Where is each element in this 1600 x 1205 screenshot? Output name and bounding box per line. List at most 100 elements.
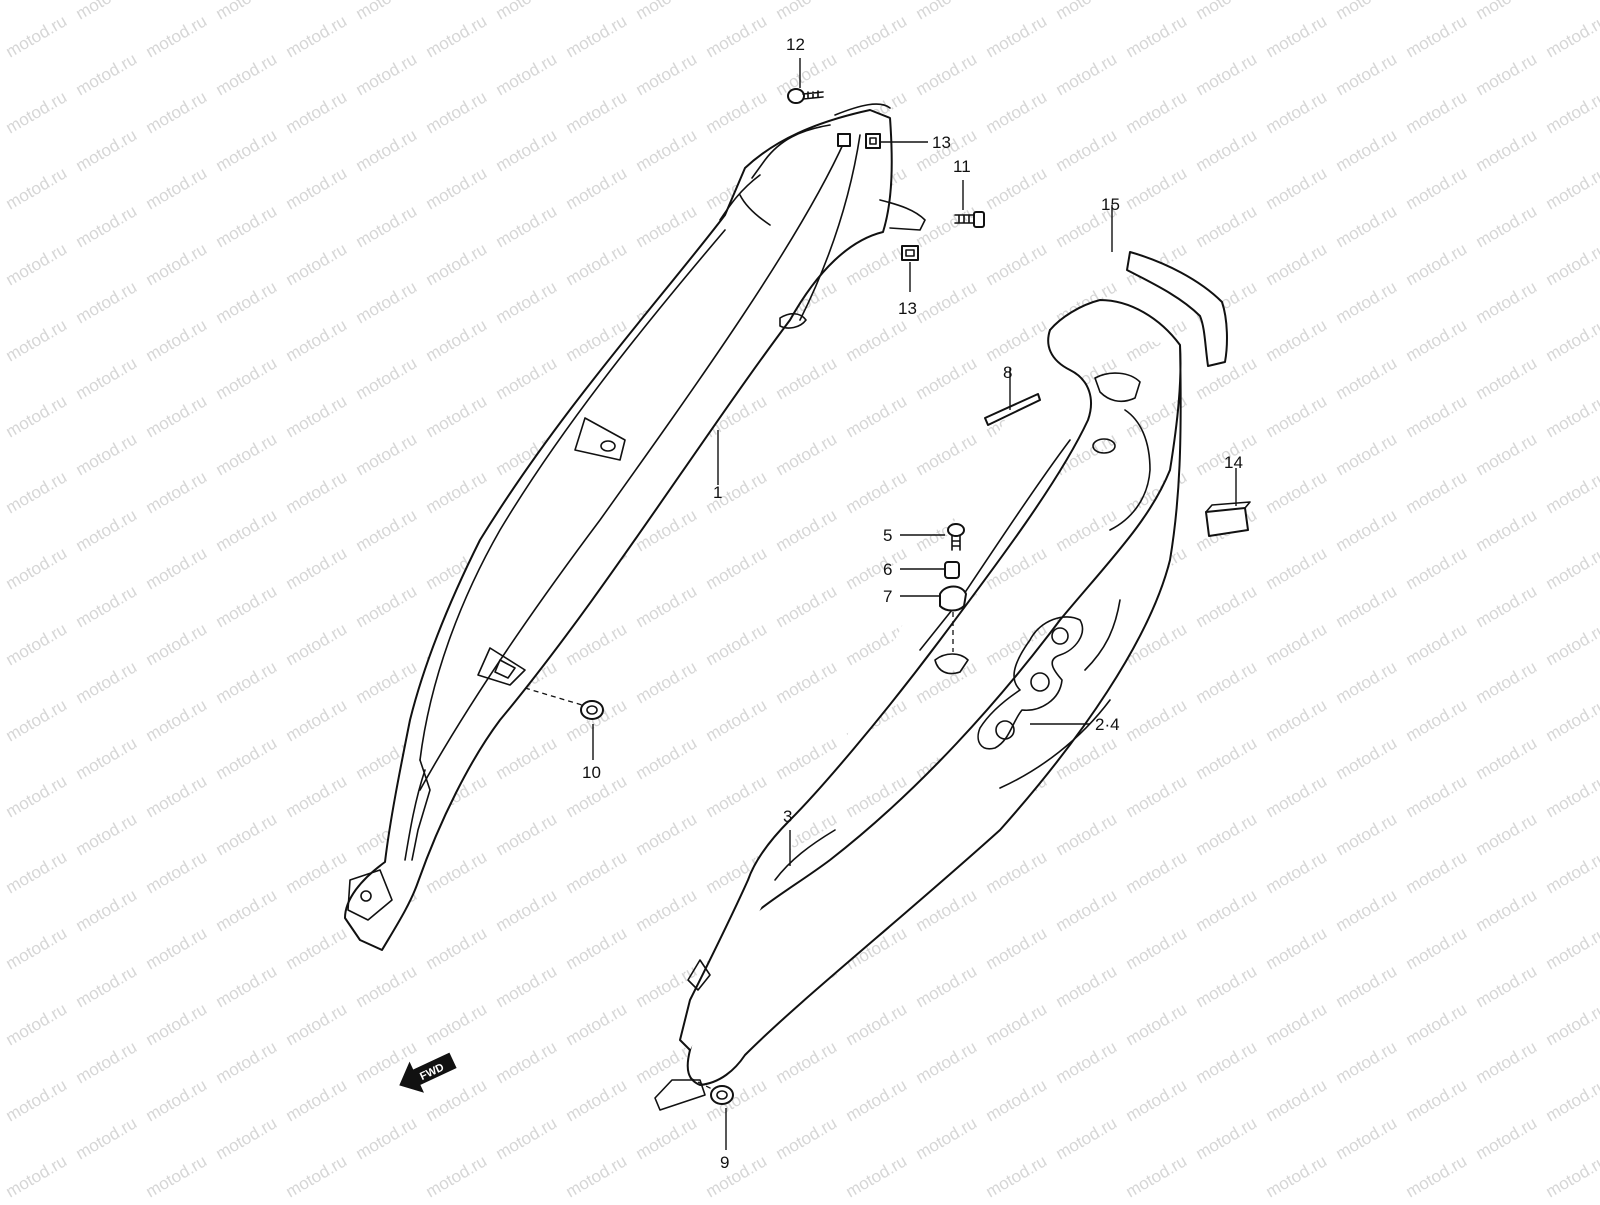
watermark-text: motod.ru	[143, 1075, 211, 1125]
watermark-text: motod.ru	[1333, 505, 1401, 555]
watermark-text: motod.ru	[983, 87, 1051, 137]
watermark-text: motod.ru	[773, 505, 841, 555]
watermark-text: motod.ru	[703, 11, 771, 61]
watermark-text: motod.ru	[3, 543, 71, 593]
watermark-text: motod.ru	[423, 999, 491, 1049]
watermark-text: motod.ru	[143, 315, 211, 365]
watermark-text: motod.ru	[73, 0, 141, 23]
part-12-screw[interactable]	[788, 89, 823, 103]
watermark-text: motod.ru	[143, 847, 211, 897]
watermark-text: motod.ru	[843, 315, 911, 365]
watermark-text: motod.ru	[213, 1113, 281, 1163]
watermark-text: motod.ru	[73, 1037, 141, 1087]
watermark-text: motod.ru	[283, 239, 351, 289]
watermark-text: motod.ru	[1193, 961, 1261, 1011]
watermark-text: motod.ru	[563, 847, 631, 897]
watermark-text: motod.ru	[1473, 429, 1541, 479]
watermark-text: motod.ru	[3, 923, 71, 973]
watermark-text: motod.ru	[73, 353, 141, 403]
watermark-text: motod.ru	[213, 0, 281, 23]
watermark-text: motod.ru	[73, 657, 141, 707]
part-7-grommet[interactable]	[940, 587, 966, 611]
watermark-text: motod.ru	[1053, 961, 1121, 1011]
watermark-text: motod.ru	[843, 467, 911, 517]
watermark-text: motod.ru	[143, 87, 211, 137]
watermark-text: motod.ru	[1333, 961, 1401, 1011]
watermark-text: motod.ru	[633, 885, 701, 935]
part-6-collar[interactable]	[945, 562, 959, 578]
watermark-text: motod.ru	[73, 809, 141, 859]
watermark-text: motod.ru	[1543, 999, 1600, 1049]
watermark-text: motod.ru	[1473, 353, 1541, 403]
watermark-text: motod.ru	[3, 619, 71, 669]
watermark-text: motod.ru	[73, 885, 141, 935]
watermark-text: motod.ru	[213, 733, 281, 783]
callout-9: 9	[720, 1153, 729, 1172]
watermark-text: motod.ru	[1403, 847, 1471, 897]
watermark-text: motod.ru	[1543, 923, 1600, 973]
watermark-text: motod.ru	[1123, 1075, 1191, 1125]
watermark-text: motod.ru	[213, 125, 281, 175]
watermark-text: motod.ru	[1543, 847, 1600, 897]
watermark-text: motod.ru	[1473, 1113, 1541, 1163]
part-14-pad[interactable]	[1206, 502, 1250, 536]
watermark-text: motod.ru	[423, 315, 491, 365]
watermark-text: motod.ru	[983, 923, 1051, 973]
watermark-text: motod.ru	[773, 0, 841, 23]
watermark-text: motod.ru	[1263, 1151, 1331, 1200]
callout-5: 5	[883, 526, 892, 545]
watermark-text: motod.ru	[1403, 771, 1471, 821]
watermark-text: motod.ru	[493, 1113, 561, 1163]
watermark-text: motod.ru	[1123, 11, 1191, 61]
part-10-grommet[interactable]	[581, 701, 603, 719]
watermark-text: motod.ru	[1263, 999, 1331, 1049]
part-13-clip-nut-lower[interactable]	[902, 246, 918, 260]
watermark-text: motod.ru	[1543, 543, 1600, 593]
watermark-text: motod.ru	[283, 771, 351, 821]
watermark-text: motod.ru	[843, 1075, 911, 1125]
watermark-text: motod.ru	[1473, 885, 1541, 935]
callout-10: 10	[582, 763, 601, 782]
watermark-text: motod.ru	[1123, 847, 1191, 897]
watermark-text: motod.ru	[633, 809, 701, 859]
watermark-text: motod.ru	[1263, 391, 1331, 441]
watermark-text: motod.ru	[143, 619, 211, 669]
watermark-text: motod.ru	[283, 315, 351, 365]
watermark-text: motod.ru	[633, 201, 701, 251]
watermark-text: motod.ru	[773, 657, 841, 707]
watermark-text: motod.ru	[633, 657, 701, 707]
watermark-text: motod.ru	[493, 353, 561, 403]
watermark-text: motod.ru	[283, 923, 351, 973]
watermark-text: motod.ru	[1473, 125, 1541, 175]
watermark-text: motod.ru	[1123, 695, 1191, 745]
watermark-text: motod.ru	[1123, 87, 1191, 137]
watermark-text: motod.ru	[1193, 657, 1261, 707]
watermark-text: motod.ru	[1543, 771, 1600, 821]
watermark-text: motod.ru	[213, 809, 281, 859]
watermark-text: motod.ru	[1263, 11, 1331, 61]
part-9-grommet[interactable]	[711, 1086, 733, 1104]
watermark-text: motod.ru	[1543, 87, 1600, 137]
watermark-text: motod.ru	[493, 125, 561, 175]
watermark-text: motod.ru	[423, 163, 491, 213]
watermark-text: motod.ru	[1403, 391, 1471, 441]
watermark-text: motod.ru	[1543, 695, 1600, 745]
watermark-text: motod.ru	[983, 999, 1051, 1049]
watermark-text: motod.ru	[633, 733, 701, 783]
watermark-text: motod.ru	[73, 277, 141, 327]
watermark-text: motod.ru	[353, 49, 421, 99]
watermark-text: motod.ru	[3, 467, 71, 517]
fwd-label: FWD	[418, 1061, 446, 1082]
watermark-text: motod.ru	[1123, 1151, 1191, 1200]
watermark-text: motod.ru	[1333, 1113, 1401, 1163]
watermark-text: motod.ru	[353, 429, 421, 479]
callout-11: 11	[953, 157, 971, 176]
watermark-text: motod.ru	[773, 581, 841, 631]
watermark-text: motod.ru	[1053, 809, 1121, 859]
watermark-text: motod.ru	[353, 0, 421, 23]
watermark-text: motod.ru	[493, 809, 561, 859]
watermark-text: motod.ru	[1473, 49, 1541, 99]
watermark-text: motod.ru	[423, 87, 491, 137]
watermark-text: motod.ru	[843, 1151, 911, 1200]
callout-13-lower: 13	[898, 299, 917, 318]
